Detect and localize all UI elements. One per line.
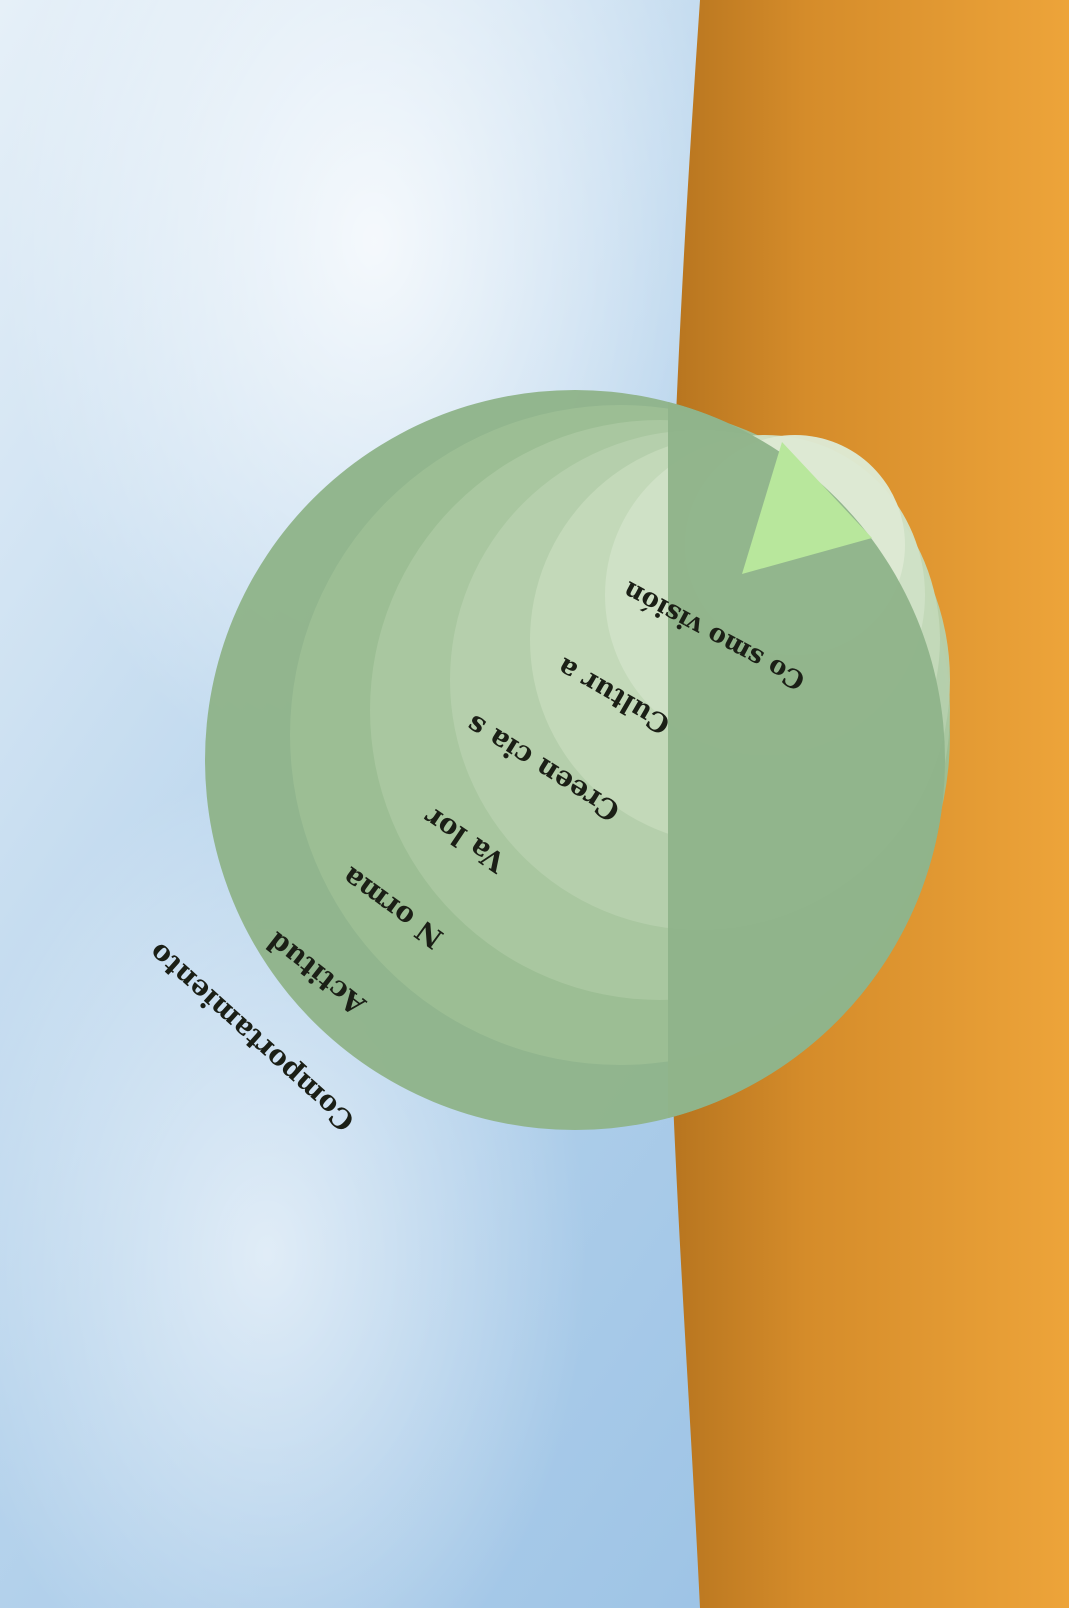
tip-triangle xyxy=(742,442,872,574)
